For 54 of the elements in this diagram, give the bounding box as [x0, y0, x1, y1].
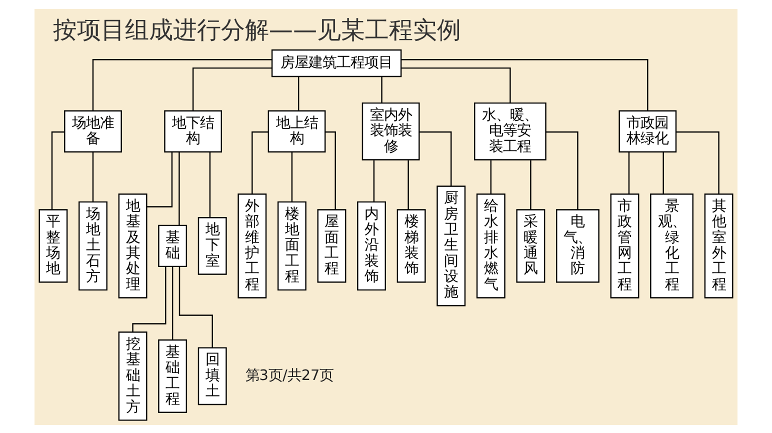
connector: [178, 266, 213, 347]
connector: [172, 266, 174, 340]
node-box: 回填土: [198, 346, 227, 405]
node-box: 挖基础土方: [118, 331, 148, 420]
node-box: 室内外装饰装修: [362, 102, 420, 160]
node-box: 市政园林绿化: [618, 110, 677, 152]
label: 第3页/共27页: [245, 367, 334, 384]
node-box: 市政管网工程: [610, 192, 640, 298]
node-box: 采暖通风: [516, 208, 546, 282]
connector: [298, 76, 300, 110]
node-box: 电气、消防: [556, 208, 600, 282]
connector: [325, 130, 336, 210]
node-box: 基础: [158, 224, 188, 267]
connector: [92, 58, 272, 110]
connector: [92, 152, 94, 202]
node-box: 楼梯装饰: [396, 208, 426, 282]
connector: [408, 160, 409, 210]
connector: [291, 152, 293, 202]
node-box: 水、暖、电等安装工程: [474, 102, 546, 160]
node-box: 地下室: [198, 216, 227, 274]
connector: [628, 152, 630, 194]
node-box: 其他室外工程: [704, 192, 734, 298]
node-box: 基础工程: [158, 338, 188, 412]
node-box: 地上结构: [268, 110, 326, 152]
connector: [252, 130, 268, 194]
node-box: 场地准备: [64, 110, 122, 152]
node-box: 景观、绿化工程: [650, 192, 694, 298]
node-box: 厨房卫生间设施: [436, 185, 466, 306]
connector: [401, 66, 511, 102]
connector: [546, 130, 578, 210]
connector: [676, 130, 720, 194]
connector: [490, 160, 492, 194]
connector: [381, 76, 382, 102]
connector: [178, 152, 180, 225]
connector: [132, 266, 166, 332]
connector: [209, 152, 211, 217]
connector: [530, 160, 532, 210]
connector: [373, 160, 375, 202]
node-box: 平整场地: [38, 208, 68, 282]
connector: [146, 151, 173, 207]
connector: [419, 130, 452, 186]
node-box: 外部维护工程: [238, 192, 267, 298]
node-box: 楼地面工程: [277, 200, 306, 290]
connector: [401, 58, 648, 110]
connector: [192, 66, 272, 110]
node-box: 场地土石方: [78, 200, 108, 290]
node-box: 地基及其处理: [118, 192, 148, 298]
node-box: 房屋建筑工程项目: [271, 48, 402, 77]
node-box: 地下结构: [164, 110, 222, 152]
connector: [662, 152, 664, 194]
node-box: 屋面工程: [317, 208, 346, 282]
node-box: 给水排水燃气: [476, 192, 506, 298]
diagram-title: 按项目组成进行分解——见某工程实例: [52, 15, 462, 44]
node-box: 内外沿装饰: [357, 200, 386, 290]
